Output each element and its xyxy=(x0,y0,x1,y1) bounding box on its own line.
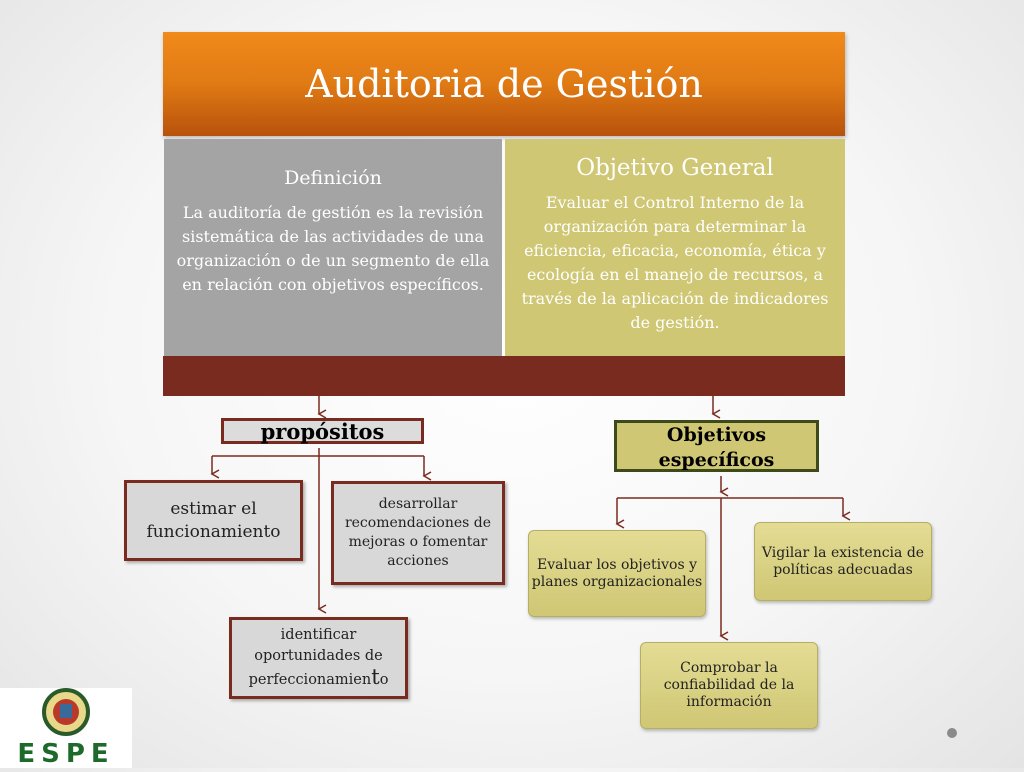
proposito-card-identificar: identificar oportunidades de perfecciona… xyxy=(229,617,408,699)
proposito-text-identificar-end: o xyxy=(379,672,389,688)
definition-body: La auditoría de gestión es la revisión s… xyxy=(176,203,490,294)
definition-heading: Definición xyxy=(284,167,382,189)
divider-bar xyxy=(163,356,845,396)
general-objective-heading: Objetivo General xyxy=(576,155,774,181)
proposito-text-desarrollar: desarrollar recomendaciones de mejoras o… xyxy=(344,496,492,569)
proposito-card-desarrollar: desarrollar recomendaciones de mejoras o… xyxy=(331,481,505,585)
proposito-text-identificar-big-letter: t xyxy=(371,665,380,689)
especificos-text: Objetivos específicos xyxy=(658,424,775,471)
proposito-text-identificar-main: identificar oportunidades de perfecciona… xyxy=(248,627,383,688)
especifico-card-vigilar: Vigilar la existencia de políticas adecu… xyxy=(754,522,932,601)
proposito-text-identificar: identificar oportunidades de perfecciona… xyxy=(232,625,405,691)
especifico-text-comprobar: Comprobar la confiabilidad de la informa… xyxy=(663,660,795,710)
propositos-text: propósitos xyxy=(260,419,385,444)
page-title: Auditoria de Gestión xyxy=(305,62,703,106)
slide-dot xyxy=(947,728,957,738)
proposito-card-estimar: estimar el funcionamiento xyxy=(124,480,303,561)
espe-seal-icon: ESPE xyxy=(17,688,114,769)
especifico-text-evaluar: Evaluar los objetivos y planes organizac… xyxy=(531,556,703,590)
especificos-label: Objetivos específicos xyxy=(614,420,819,472)
general-objective-body: Evaluar el Control Interno de la organiz… xyxy=(521,193,829,332)
especifico-card-evaluar: Evaluar los objetivos y planes organizac… xyxy=(528,530,706,617)
especifico-text-vigilar: Vigilar la existencia de políticas adecu… xyxy=(761,544,925,578)
title-bar: Auditoria de Gestión xyxy=(163,32,845,136)
general-objective-box: Objetivo General Evaluar el Control Inte… xyxy=(505,139,845,356)
espe-logo: ESPE xyxy=(0,688,132,769)
definition-box: Definición La auditoría de gestión es la… xyxy=(164,139,502,356)
propositos-label: propósitos xyxy=(221,418,424,444)
especifico-card-comprobar: Comprobar la confiabilidad de la informa… xyxy=(640,642,818,729)
proposito-text-estimar: estimar el funcionamiento xyxy=(146,498,281,542)
espe-logo-text: ESPE xyxy=(17,739,114,768)
